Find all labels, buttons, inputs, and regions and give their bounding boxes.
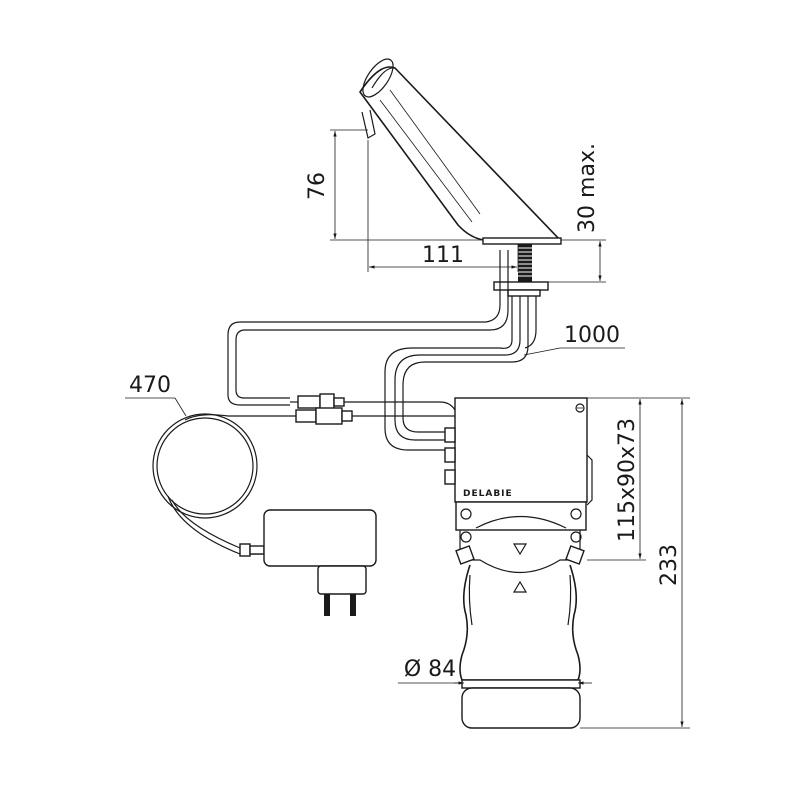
dim-1000: 1000 xyxy=(564,323,620,348)
hoses xyxy=(227,250,537,451)
dim-diameter-84: Ø 84 xyxy=(404,657,456,682)
dim-box-size: 115x90x73 xyxy=(615,418,640,542)
power-adapter xyxy=(239,509,377,616)
dim-30-max: 30 max. xyxy=(575,143,600,233)
dim-470: 470 xyxy=(129,373,171,398)
dim-76: 76 xyxy=(305,172,330,200)
threaded-shank xyxy=(493,244,549,297)
dimension-labels: 76 111 30 max. 1000 470 115x90x73 233 Ø … xyxy=(129,143,682,682)
dim-233: 233 xyxy=(657,544,682,586)
faucet xyxy=(359,58,562,245)
brand-label: DELABIE xyxy=(463,489,513,499)
valve-body xyxy=(455,501,587,729)
control-box: DELABIE xyxy=(444,397,593,506)
connectors xyxy=(228,393,456,425)
cable-coil xyxy=(152,413,262,555)
dimension-lines xyxy=(125,129,690,729)
dim-111: 111 xyxy=(422,243,464,268)
